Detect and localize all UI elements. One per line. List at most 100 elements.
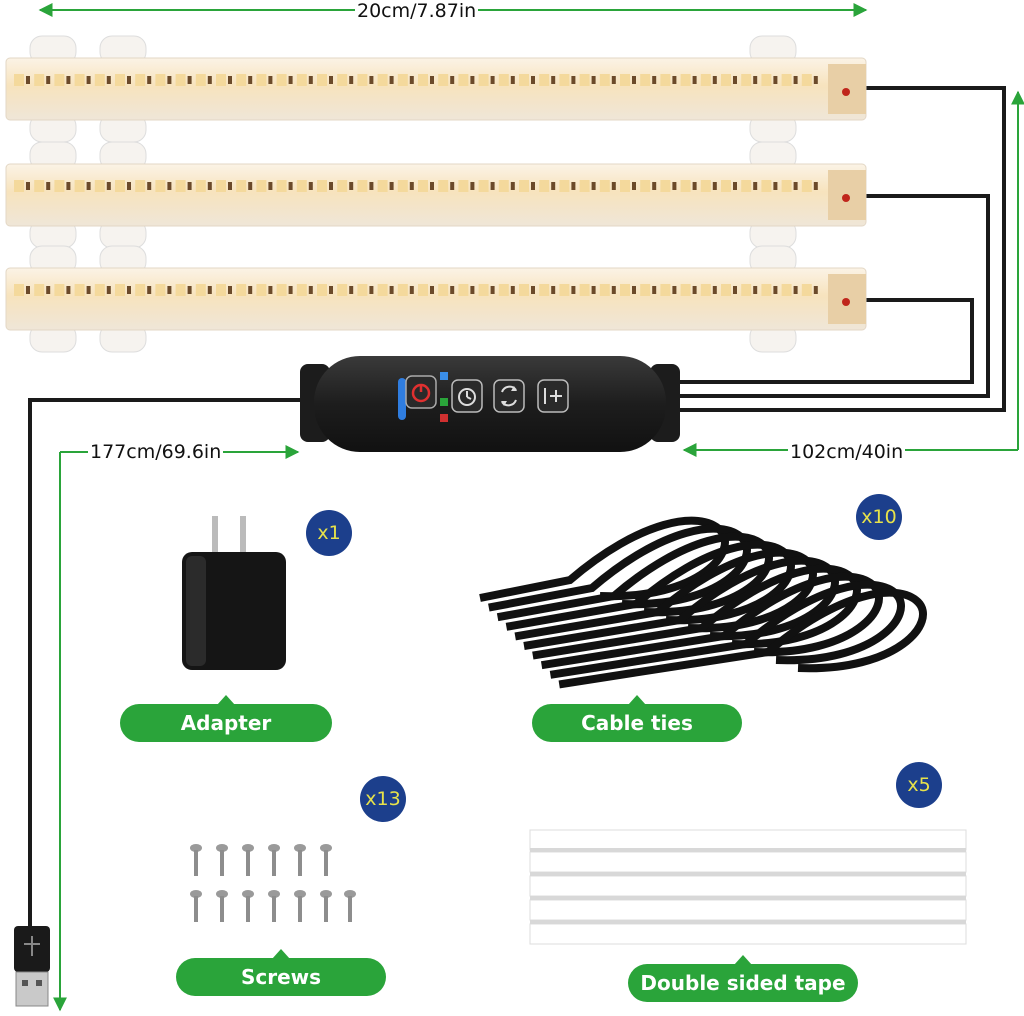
led-chip bbox=[195, 74, 206, 86]
usb-cable bbox=[28, 398, 310, 930]
led-chip bbox=[135, 180, 146, 192]
led-chip bbox=[357, 74, 368, 86]
screw bbox=[268, 890, 280, 922]
screw bbox=[268, 844, 280, 876]
led-chip bbox=[660, 74, 671, 86]
led-bar bbox=[5, 35, 867, 143]
led-chip bbox=[54, 180, 65, 192]
led-chip bbox=[74, 180, 85, 192]
led-chip bbox=[74, 284, 85, 296]
led-chip bbox=[317, 284, 327, 296]
led-chip bbox=[54, 284, 65, 296]
led-chip bbox=[256, 180, 267, 192]
led-chip bbox=[377, 180, 388, 192]
cycle-button-icon bbox=[493, 379, 525, 413]
tape-quantity-badge: x5 bbox=[896, 762, 942, 808]
led-chip bbox=[195, 284, 206, 296]
led-chip bbox=[498, 284, 509, 296]
led-chip bbox=[14, 180, 24, 192]
indicator-green bbox=[440, 398, 448, 406]
timer-button-icon bbox=[451, 379, 483, 413]
led-chip bbox=[418, 74, 428, 86]
led-chip bbox=[579, 180, 590, 192]
led-bar bbox=[5, 141, 867, 249]
adapter-label: Adapter bbox=[120, 695, 332, 742]
screw bbox=[320, 890, 332, 922]
led-chip bbox=[741, 180, 752, 192]
led-chip bbox=[377, 284, 388, 296]
led-chip bbox=[660, 180, 671, 192]
led-chip bbox=[74, 74, 85, 86]
led-chip bbox=[458, 74, 469, 86]
screws-quantity-badge: x13 bbox=[360, 776, 406, 822]
cable-to-bars-label: 102cm/40in bbox=[788, 441, 906, 463]
led-chip bbox=[94, 284, 105, 296]
led-chip bbox=[478, 74, 489, 86]
led-chip bbox=[519, 74, 529, 86]
led-chip bbox=[236, 284, 247, 296]
led-chip bbox=[781, 180, 792, 192]
led-chip bbox=[640, 284, 651, 296]
led-chip bbox=[236, 74, 247, 86]
adapter-quantity-badge: x1 bbox=[306, 510, 352, 556]
led-chip bbox=[276, 74, 287, 86]
led-chip bbox=[761, 74, 772, 86]
led-chip bbox=[781, 284, 792, 296]
double-sided-tape-icon bbox=[529, 829, 967, 945]
led-chip bbox=[317, 180, 327, 192]
led-chip bbox=[478, 180, 489, 192]
led-chip bbox=[397, 180, 408, 192]
screw bbox=[320, 844, 332, 876]
indicator-blue bbox=[440, 372, 448, 380]
led-chip bbox=[377, 74, 388, 86]
led-chip bbox=[296, 180, 307, 192]
led-chip bbox=[115, 284, 125, 296]
power-button-icon bbox=[405, 375, 437, 409]
led-chip bbox=[155, 180, 166, 192]
led-chip bbox=[599, 74, 610, 86]
led-chip bbox=[175, 180, 186, 192]
led-chip bbox=[115, 74, 125, 86]
led-chip bbox=[519, 284, 529, 296]
led-chip bbox=[680, 74, 691, 86]
screw bbox=[190, 844, 202, 876]
led-chip bbox=[296, 74, 307, 86]
bar-cables bbox=[672, 86, 1006, 412]
led-chip bbox=[256, 284, 267, 296]
bar-length-label: 20cm/7.87in bbox=[355, 0, 479, 22]
led-chip bbox=[155, 284, 166, 296]
led-chip bbox=[276, 284, 287, 296]
led-chip bbox=[94, 74, 105, 86]
led-chip bbox=[700, 74, 711, 86]
led-chip bbox=[498, 74, 509, 86]
led-chip bbox=[135, 74, 146, 86]
led-chip bbox=[34, 180, 45, 192]
led-chip bbox=[337, 74, 348, 86]
led-chip bbox=[438, 180, 449, 192]
led-chip bbox=[660, 284, 671, 296]
led-chip bbox=[640, 180, 651, 192]
led-chip bbox=[94, 180, 105, 192]
led-chip bbox=[700, 284, 711, 296]
led-chip bbox=[337, 180, 348, 192]
led-chip bbox=[721, 180, 731, 192]
screws-label: Screws bbox=[176, 949, 386, 996]
led-chip bbox=[721, 74, 731, 86]
led-chip bbox=[14, 284, 24, 296]
led-chip bbox=[296, 284, 307, 296]
cable-to-plug-label: 177cm/69.6in bbox=[88, 441, 224, 463]
led-chip bbox=[276, 180, 287, 192]
led-chip bbox=[539, 180, 550, 192]
led-chip bbox=[579, 284, 590, 296]
cable-ties-icon bbox=[479, 516, 927, 689]
led-chip bbox=[801, 180, 812, 192]
led-chip bbox=[539, 284, 550, 296]
led-chip bbox=[640, 74, 651, 86]
led-chip bbox=[559, 74, 570, 86]
screw bbox=[190, 890, 202, 922]
led-chip bbox=[761, 180, 772, 192]
led-chip bbox=[135, 284, 146, 296]
led-chip bbox=[620, 180, 630, 192]
led-chip bbox=[620, 284, 630, 296]
